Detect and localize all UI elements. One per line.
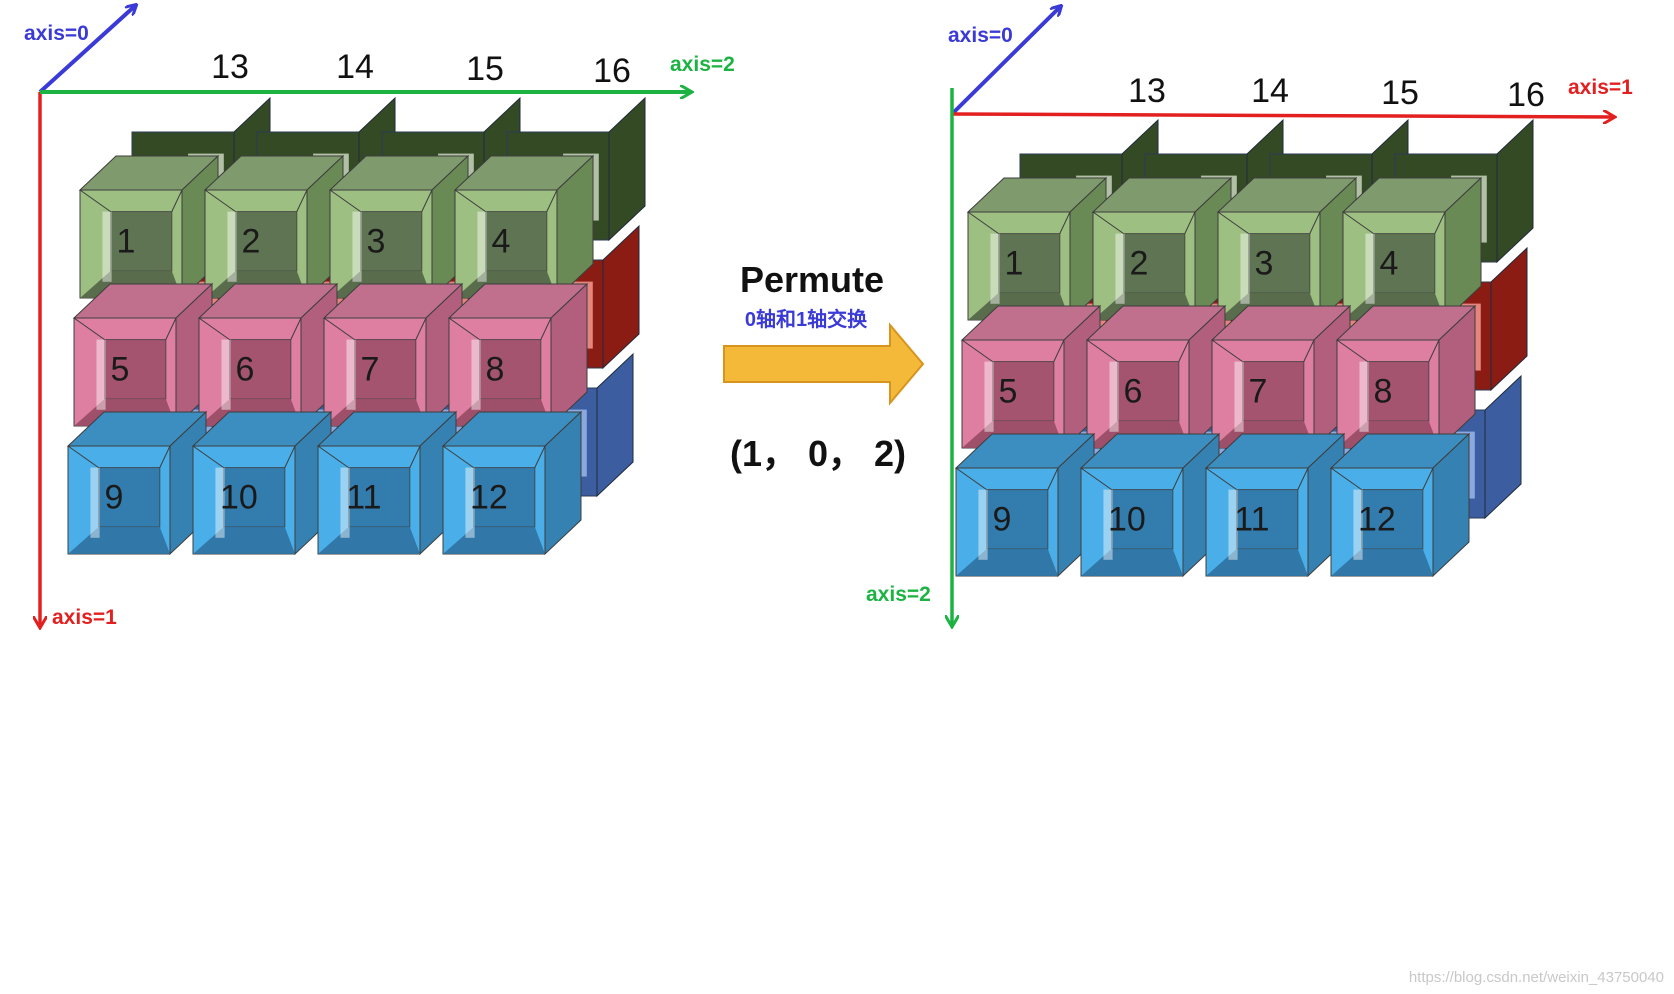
cube: 12 <box>1329 432 1471 578</box>
back-number: 13 <box>211 48 249 86</box>
cube: 1 <box>966 176 1108 322</box>
axis-0-label: axis=0 <box>24 22 89 45</box>
cube: 6 <box>197 282 339 428</box>
cube-number: 4 <box>491 223 510 261</box>
cube-number: 5 <box>110 351 129 389</box>
cube: 4 <box>1341 176 1483 322</box>
cube: 10 <box>1079 432 1221 578</box>
cube-number: 9 <box>992 501 1011 539</box>
back-number: 14 <box>336 48 374 86</box>
cube-number: 11 <box>346 479 381 517</box>
axis-0-arrow <box>950 6 1061 116</box>
cube-number: 12 <box>470 479 508 517</box>
permute-order: (1， 0， 2) <box>730 433 906 474</box>
watermark: https://blog.csdn.net/weixin_43750040 <box>1409 969 1664 986</box>
cube-number: 10 <box>1108 501 1146 539</box>
cube-number: 3 <box>1254 245 1273 283</box>
cube-number: 3 <box>366 223 385 261</box>
cube: 5 <box>72 282 214 428</box>
cube: 2 <box>203 154 345 300</box>
right-back-numbers: 13 14 15 16 <box>1128 72 1545 114</box>
cube-number: 1 <box>116 223 135 261</box>
cube: 10 <box>191 410 333 556</box>
cube-number: 11 <box>1234 501 1269 539</box>
cube: 1 <box>78 154 220 300</box>
permute-title: Permute <box>740 259 884 300</box>
cube: 11 <box>1204 432 1346 578</box>
cube-number: 6 <box>235 351 254 389</box>
cube-number: 7 <box>360 351 379 389</box>
cube: 2 <box>1091 176 1233 322</box>
permute-arrow <box>723 322 925 406</box>
cube: 8 <box>447 282 589 428</box>
cube: 6 <box>1085 304 1227 450</box>
cube-number: 12 <box>1358 501 1396 539</box>
cube-number: 8 <box>1373 373 1392 411</box>
cube-number: 2 <box>241 223 260 261</box>
cube: 12 <box>441 410 583 556</box>
cube: 11 <box>316 410 458 556</box>
permute-transform: Permute 0轴和1轴交换 (1， 0， 2) <box>723 259 925 474</box>
back-number: 16 <box>593 52 631 90</box>
back-number: 13 <box>1128 72 1166 110</box>
back-number: 15 <box>466 50 504 88</box>
cube-number: 9 <box>104 479 123 517</box>
permute-subtitle: 0轴和1轴交换 <box>745 307 868 331</box>
cube-number: 7 <box>1248 373 1267 411</box>
cube-number: 5 <box>998 373 1017 411</box>
cube: 9 <box>66 410 208 556</box>
cube-number: 2 <box>1129 245 1148 283</box>
cube: 3 <box>328 154 470 300</box>
back-number: 14 <box>1251 72 1289 110</box>
cube: 4 <box>453 154 595 300</box>
cube-number: 1 <box>1004 245 1023 283</box>
axis-1-label: axis=1 <box>52 606 117 629</box>
cube: 3 <box>1216 176 1358 322</box>
axis-1-label: axis=1 <box>1568 76 1633 99</box>
cube: 7 <box>322 282 464 428</box>
cube: 8 <box>1335 304 1477 450</box>
axis-0-arrow <box>38 5 136 94</box>
back-number: 15 <box>1381 74 1419 112</box>
cube: 9 <box>954 432 1096 578</box>
cube-number: 4 <box>1379 245 1398 283</box>
left-back-numbers: 13 14 15 16 <box>211 48 631 90</box>
cube-number: 6 <box>1123 373 1142 411</box>
cube-number: 8 <box>485 351 504 389</box>
axis-1-arrow <box>951 114 1615 117</box>
cube: 5 <box>960 304 1102 450</box>
axis-2-label: axis=2 <box>866 583 931 606</box>
cube: 7 <box>1210 304 1352 450</box>
back-number: 16 <box>1507 76 1545 114</box>
axis-0-label: axis=0 <box>948 24 1013 47</box>
cube-number: 10 <box>220 479 258 517</box>
axis-2-label: axis=2 <box>670 53 735 76</box>
